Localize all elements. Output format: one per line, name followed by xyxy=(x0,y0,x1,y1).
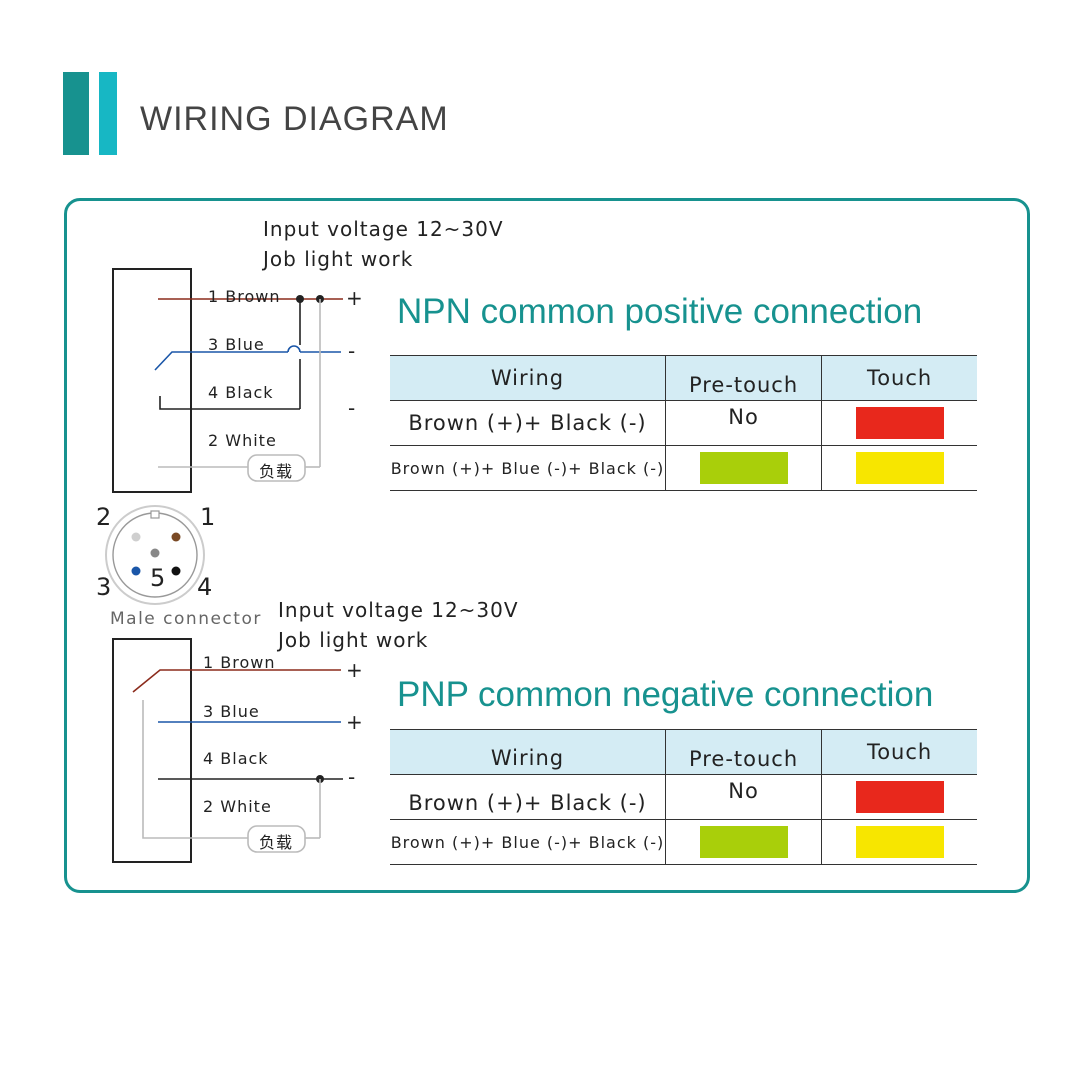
npn-load-label: 负载 xyxy=(259,462,294,481)
pnp-white-label: 2 White xyxy=(203,797,272,816)
npn-row2-yellow-swatch xyxy=(855,452,944,484)
pnp-col-pretouch: Pre-touch xyxy=(664,729,823,775)
pnp-brown-wire xyxy=(132,669,341,693)
diagram-panel xyxy=(64,198,1030,893)
pnp-load-label: 负载 xyxy=(259,833,294,852)
pin-2-label: 2 xyxy=(96,503,113,531)
pnp-plus-sign-1: + xyxy=(346,658,364,682)
pnp-row2-touch xyxy=(821,819,977,865)
pnp-row2-pretouch xyxy=(664,819,823,865)
pnp-row1-pretouch: No xyxy=(664,774,823,820)
npn-row2-green-swatch xyxy=(699,452,788,484)
pnp-brown-label: 1 Brown xyxy=(203,653,276,672)
npn-row2-pretouch xyxy=(664,445,823,491)
pin-4-dot xyxy=(171,566,181,576)
npn-white-label: 2 White xyxy=(208,431,277,450)
pnp-row1-red-swatch xyxy=(855,781,944,813)
npn-black-wire xyxy=(159,396,300,410)
npn-plus-sign: + xyxy=(346,286,364,310)
npn-row1-pretouch: No xyxy=(664,400,823,446)
pin-4-label: 4 xyxy=(197,573,214,601)
pnp-load-box xyxy=(247,825,306,853)
header-accent-bar-dark xyxy=(63,72,89,155)
npn-minus-sign-2: - xyxy=(348,396,357,420)
pnp-col-wiring: Wiring xyxy=(390,729,666,775)
pnp-row2-green-swatch xyxy=(699,826,788,858)
pin-2-dot xyxy=(131,532,141,542)
npn-black-label: 4 Black xyxy=(208,383,274,402)
pnp-row2-yellow-swatch xyxy=(855,826,944,858)
npn-blue-label: 3 Blue xyxy=(208,335,265,354)
npn-row1-wiring: Brown (+)+ Black (-) xyxy=(390,400,666,446)
npn-load-box xyxy=(247,454,306,482)
pnp-voltage-label: Input voltage 12~30V xyxy=(278,598,519,622)
pnp-minus-sign: - xyxy=(348,765,357,789)
pin-5-label: 5 xyxy=(150,564,167,592)
npn-row1-touch xyxy=(821,400,977,446)
header-accent-bar-light xyxy=(99,72,117,155)
npn-row1-red-swatch xyxy=(855,407,944,439)
pin-5-dot xyxy=(150,548,160,558)
npn-row2-touch xyxy=(821,445,977,491)
npn-col-wiring: Wiring xyxy=(390,355,666,401)
npn-voltage-label: Input voltage 12~30V xyxy=(263,217,504,241)
npn-row2-wiring: Brown (+)+ Blue (-)+ Black (-) xyxy=(390,445,666,491)
pin-3-label: 3 xyxy=(96,573,113,601)
pnp-black-label: 4 Black xyxy=(203,749,269,768)
pnp-row1-wiring: Brown (+)+ Black (-) xyxy=(390,774,666,820)
pnp-heading: PNP common negative connection xyxy=(397,675,934,714)
pnp-white-wire xyxy=(142,700,248,839)
pnp-blue-label: 3 Blue xyxy=(203,702,260,721)
connector-label: Male connector xyxy=(110,609,262,629)
npn-blue-wire xyxy=(154,351,288,371)
pnp-wiring-table: Wiring Pre-touch Touch Brown (+)+ Black … xyxy=(390,729,977,865)
page-title: WIRING DIAGRAM xyxy=(140,100,449,138)
pnp-col-touch: Touch xyxy=(821,729,977,775)
npn-col-touch: Touch xyxy=(821,355,977,401)
pin-1-label: 1 xyxy=(200,503,217,531)
pin-3-dot xyxy=(131,566,141,576)
npn-wiring-table: Wiring Pre-touch Touch Brown (+)+ Black … xyxy=(390,355,977,491)
pin-1-dot xyxy=(171,532,181,542)
connector-key xyxy=(150,510,160,519)
pnp-row2-wiring: Brown (+)+ Blue (-)+ Black (-) xyxy=(390,819,666,865)
npn-minus-sign-1: - xyxy=(348,339,357,363)
npn-brown-label: 1 Brown xyxy=(208,287,281,306)
pnp-sensor-body xyxy=(112,638,192,863)
pnp-plus-sign-2: + xyxy=(346,710,364,734)
pnp-row1-touch xyxy=(821,774,977,820)
npn-job-label: Job light work xyxy=(263,247,414,271)
npn-sensor-body xyxy=(112,268,192,493)
npn-col-pretouch: Pre-touch xyxy=(664,355,823,401)
pnp-job-label: Job light work xyxy=(278,628,429,652)
npn-heading: NPN common positive connection xyxy=(397,292,923,331)
